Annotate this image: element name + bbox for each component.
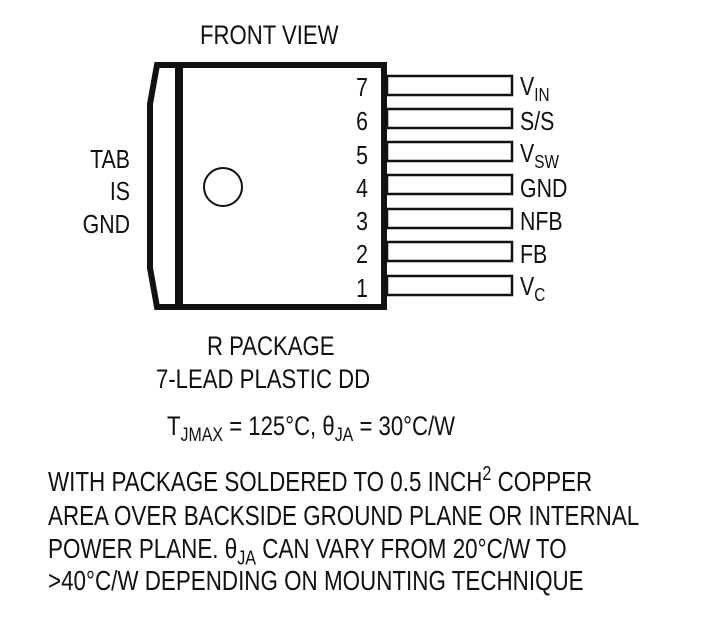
- lead-5: [385, 140, 514, 163]
- theta-value: = 30°C/W: [353, 411, 456, 441]
- tab-label-line-3: GND: [82, 209, 130, 239]
- tjmax-value: = 125°C,: [223, 411, 323, 441]
- tjmax-symbol: T: [167, 411, 181, 441]
- pin-number-7: 7: [356, 72, 368, 102]
- mounting-hole-icon: [203, 167, 243, 207]
- pin-number-1: 1: [356, 273, 368, 303]
- pin-number-6: 6: [356, 106, 368, 136]
- thermal-spec: TJMAX = 125°C, θJA = 30°C/W: [167, 411, 456, 445]
- pin-number-3: 3: [356, 206, 368, 236]
- note-line-3-sub: JA: [237, 547, 257, 570]
- pin-name-4: GND: [520, 175, 567, 201]
- view-label: FRONT VIEW: [200, 20, 339, 50]
- pin-name-7: VIN: [520, 71, 550, 104]
- tab-label-line-2: IS: [109, 176, 130, 206]
- tab-label-line-1: TAB: [90, 144, 130, 174]
- lead-4: [385, 173, 514, 196]
- lead-2: [385, 240, 514, 263]
- pin-name-1-main: V: [520, 271, 535, 301]
- pin-name-3-main: NFB: [520, 206, 563, 236]
- note-line-4: >40°C/W DEPENDING ON MOUNTING TECHNIQUE: [48, 565, 584, 596]
- note-line-1-a: WITH PACKAGE SOLDERED TO 0.5 INCH: [48, 466, 483, 497]
- pin-number-4: 4: [356, 173, 368, 203]
- pin-name-7-sub: IN: [534, 83, 550, 105]
- note-line-3: POWER PLANE. θJA CAN VARY FROM 20°C/W TO: [48, 533, 567, 569]
- pin-name-1-sub: C: [534, 283, 546, 305]
- package-name: R PACKAGE: [207, 331, 335, 361]
- lead-1: [385, 274, 514, 297]
- note-line-2: AREA OVER BACKSIDE GROUND PLANE OR INTER…: [48, 500, 640, 531]
- note-line-1-b: COPPER: [491, 466, 593, 497]
- note-line-1-sup: 2: [482, 462, 492, 485]
- pin-number-2: 2: [356, 239, 368, 269]
- pin-name-2-main: FB: [520, 239, 548, 269]
- pin-number-5: 5: [356, 140, 368, 170]
- note-line-1: WITH PACKAGE SOLDERED TO 0.5 INCH2 COPPE…: [48, 464, 593, 497]
- lead-6: [385, 107, 514, 130]
- pin-name-6: S/S: [520, 108, 554, 134]
- pin-name-7-main: V: [520, 71, 535, 101]
- theta-symbol: θ: [322, 411, 335, 441]
- leads: [385, 74, 514, 297]
- theta-sub: JA: [334, 424, 354, 447]
- lead-7: [385, 74, 514, 97]
- pin-name-4-main: GND: [520, 173, 568, 203]
- pin-name-5-main: V: [520, 138, 535, 168]
- pin-name-1: VC: [520, 271, 545, 304]
- package-type: 7-LEAD PLASTIC DD: [156, 364, 371, 394]
- pin-name-3: NFB: [520, 208, 563, 234]
- pin-name-5: VSW: [520, 138, 559, 171]
- note-line-3-b: CAN VARY FROM 20°C/W TO: [256, 533, 567, 564]
- lead-3: [385, 207, 514, 230]
- note-line-3-theta: θ: [224, 533, 238, 564]
- pin-name-6-main: S/S: [520, 106, 555, 136]
- tjmax-sub: JMAX: [180, 424, 224, 447]
- note-line-3-a: POWER PLANE.: [48, 533, 225, 564]
- pin-name-5-sub: SW: [534, 150, 559, 172]
- pin-name-2: FB: [520, 241, 547, 267]
